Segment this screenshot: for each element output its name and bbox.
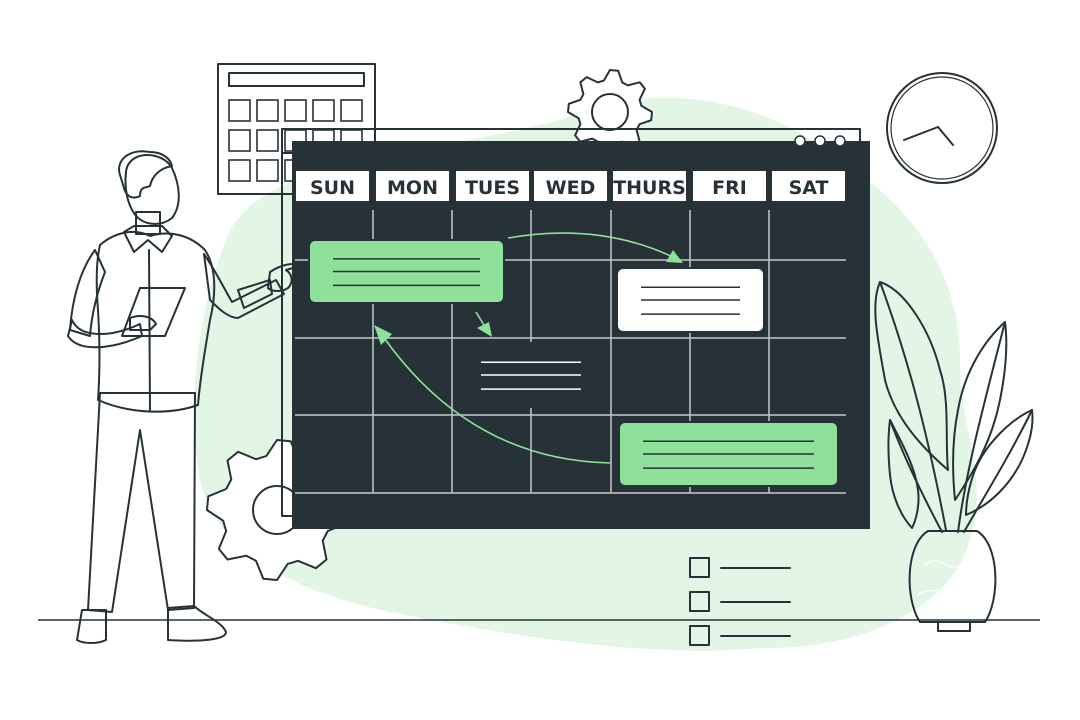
hand-holding-tablet <box>129 315 157 331</box>
day-label: FRI <box>712 177 747 199</box>
arrow-heads <box>374 250 683 345</box>
head <box>124 154 180 225</box>
day-header-wed: WED <box>532 169 609 203</box>
window-button <box>834 135 846 147</box>
plant <box>874 281 1034 632</box>
person <box>67 150 301 644</box>
day-header-sat: SAT <box>770 169 847 203</box>
day-label: SUN <box>310 177 355 199</box>
day-header-tues: TUES <box>454 169 531 203</box>
shirt <box>95 230 216 413</box>
event-card-green-wide <box>618 421 839 487</box>
shoe-right <box>167 605 227 642</box>
arm-left <box>69 249 106 337</box>
calendar-window: SUN MON TUES WED THURS FRI SAT <box>281 128 870 529</box>
checklist-icon <box>689 557 791 646</box>
day-label: WED <box>546 177 596 199</box>
tablet <box>121 287 186 337</box>
window-button <box>794 135 806 147</box>
shoe-left <box>76 609 107 644</box>
day-header-mon: MON <box>374 169 451 203</box>
hair <box>118 150 173 199</box>
arm-right <box>203 253 285 319</box>
day-header-fri: FRI <box>691 169 768 203</box>
day-header-sun: SUN <box>294 169 371 203</box>
day-header-thurs: THURS <box>611 169 688 203</box>
day-label: TUES <box>465 177 520 199</box>
gear-icon <box>567 69 653 155</box>
event-card-dark <box>456 342 606 408</box>
window-titlebar <box>281 128 861 154</box>
day-label: MON <box>387 177 438 199</box>
pointing-hand <box>267 263 301 292</box>
window-button <box>814 135 826 147</box>
collar <box>123 225 173 253</box>
clock-icon <box>886 72 998 184</box>
day-label: SAT <box>789 177 829 199</box>
event-card-green <box>308 239 505 304</box>
pants <box>87 392 196 613</box>
event-card-white <box>616 267 765 333</box>
day-label: THURS <box>613 177 686 199</box>
